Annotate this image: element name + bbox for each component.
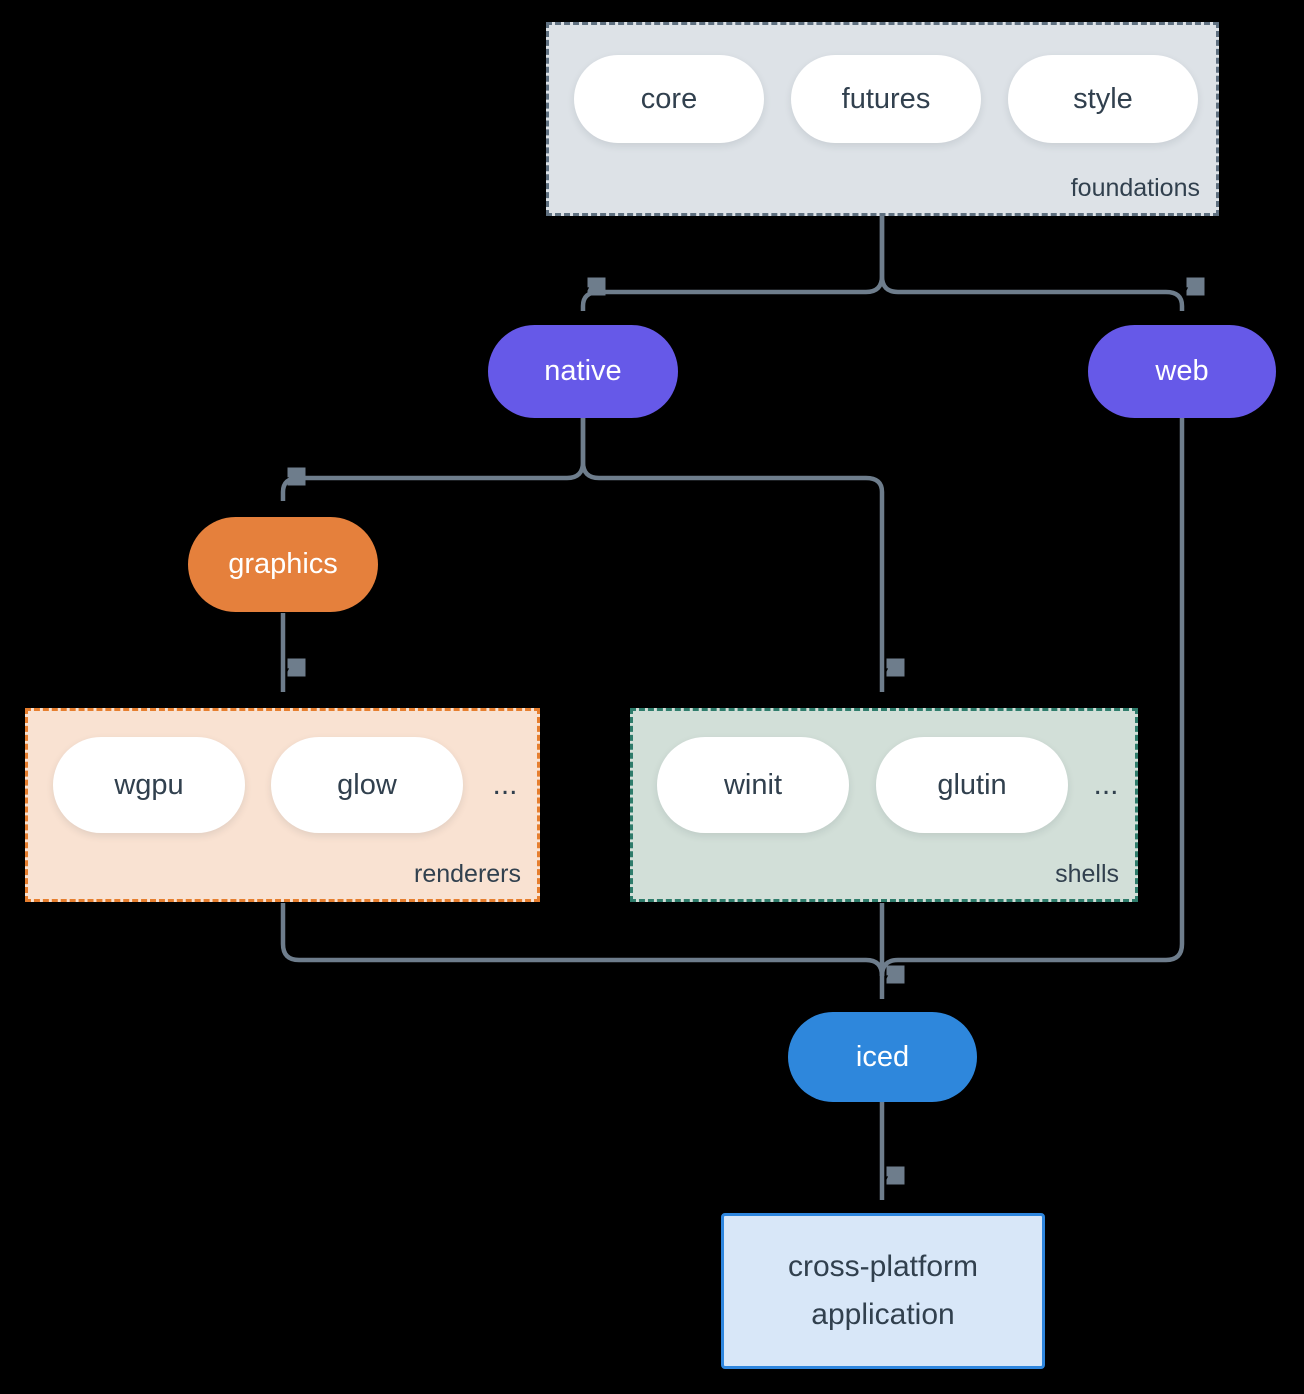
node-web: web <box>1088 325 1276 418</box>
node-cross-platform-application: cross-platform application <box>721 1213 1045 1369</box>
node-winit: winit <box>657 737 849 833</box>
edge-foundations-to-web <box>879 216 1182 311</box>
group-foundations-label: foundations <box>1070 174 1200 202</box>
node-native: native <box>488 325 678 418</box>
group-foundations: core futures style foundations <box>546 22 1219 216</box>
edge-native-to-graphics <box>280 418 586 501</box>
application-label-line1: cross-platform <box>787 1250 979 1283</box>
node-glow: glow <box>271 737 463 833</box>
node-graphics: graphics <box>188 517 378 612</box>
edge-foundations-to-native <box>580 216 885 311</box>
group-shells: winit glutin ... shells <box>630 708 1138 902</box>
node-core: core <box>574 55 764 143</box>
application-label-line2: application <box>811 1298 955 1331</box>
shells-ellipsis: ... <box>1093 768 1119 801</box>
node-wgpu: wgpu <box>53 737 245 833</box>
node-glutin: glutin <box>876 737 1068 833</box>
group-renderers-label: renderers <box>414 860 521 888</box>
group-renderers: wgpu glow ... renderers <box>25 708 540 902</box>
node-style: style <box>1008 55 1198 143</box>
node-iced: iced <box>788 1012 977 1102</box>
edge-native-to-shells <box>580 418 882 692</box>
node-futures: futures <box>791 55 981 143</box>
edge-renderers-to-merge <box>280 903 885 977</box>
group-shells-label: shells <box>1055 860 1119 888</box>
renderers-ellipsis: ... <box>492 768 518 801</box>
